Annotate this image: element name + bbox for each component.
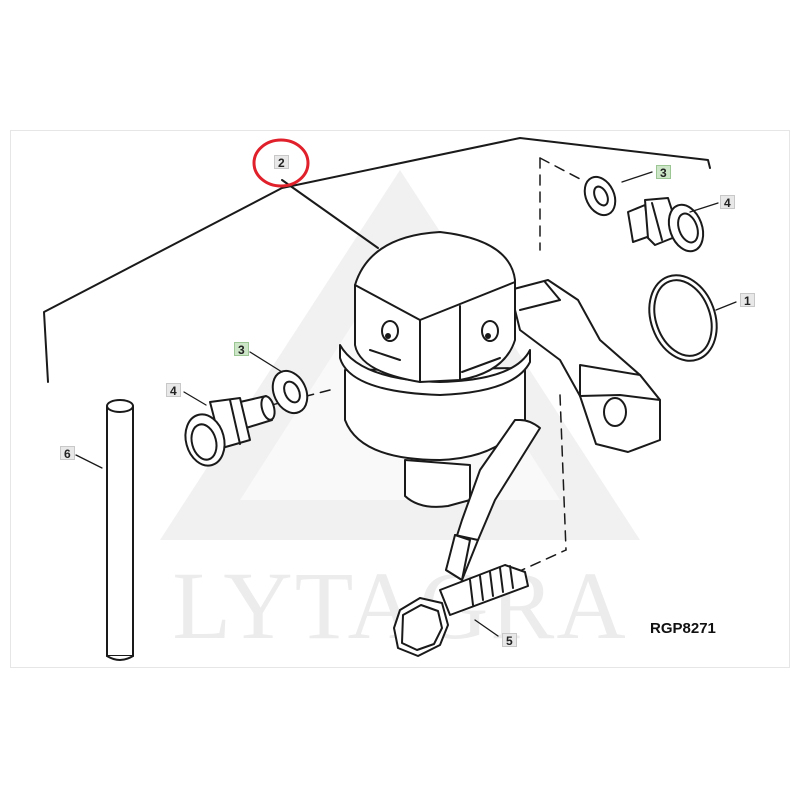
drawing-reference: RGP8271 [650, 620, 716, 637]
diagram-frame [10, 130, 790, 668]
callout-1[interactable]: 1 [740, 293, 755, 308]
priming-lever [445, 419, 541, 581]
washer-lower [271, 369, 309, 415]
callout-3-lower[interactable]: 3 [234, 342, 249, 357]
assembly-bracket-line [43, 137, 711, 383]
callout-3-upper[interactable]: 3 [656, 165, 671, 180]
callout-4-lower[interactable]: 4 [166, 383, 181, 398]
fitting-lower [184, 395, 276, 467]
callout-6[interactable]: 6 [60, 446, 75, 461]
fuel-pump-body [339, 231, 531, 508]
callout-2[interactable]: 2 [274, 155, 289, 170]
leader-lines [75, 171, 737, 637]
o-ring [648, 274, 718, 362]
fitting-upper [627, 197, 705, 253]
pump-flange [509, 279, 661, 453]
washer-upper [583, 175, 617, 217]
flange-bolt [393, 564, 529, 657]
callout-5[interactable]: 5 [502, 633, 517, 648]
guide-pin [106, 399, 134, 661]
callout-4-upper[interactable]: 4 [720, 195, 735, 210]
highlight-circle [252, 138, 310, 188]
